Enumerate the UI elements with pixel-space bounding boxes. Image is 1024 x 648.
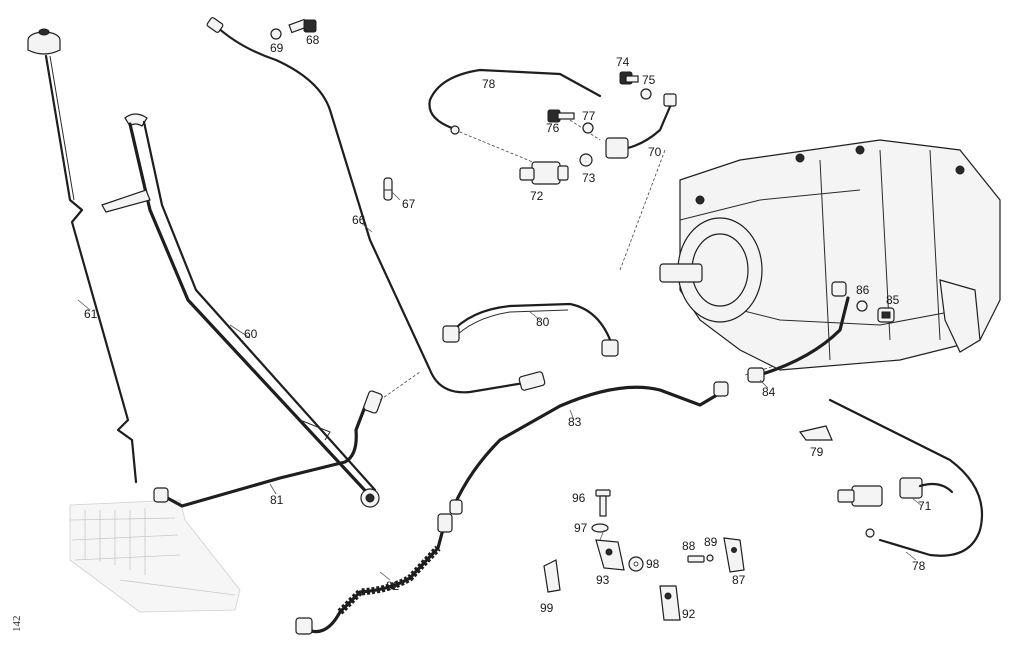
bracket-93 — [595, 539, 625, 571]
bolt-68 — [288, 18, 317, 34]
label-86: 86 — [856, 283, 870, 297]
label-68: 68 — [306, 33, 320, 47]
label-78-lower: 78 — [912, 559, 926, 573]
washer-89 — [706, 554, 714, 562]
label-61: 61 — [84, 307, 98, 321]
label-99: 99 — [540, 601, 554, 615]
transmission-housing — [659, 139, 1001, 371]
label-97: 97 — [574, 521, 588, 535]
fitting-70 — [605, 93, 677, 159]
label-77: 77 — [582, 109, 596, 123]
label-78-upper: 78 — [482, 77, 496, 91]
label-85: 85 — [886, 293, 900, 307]
screw-88 — [687, 555, 705, 563]
label-88: 88 — [682, 539, 696, 553]
dipstick — [27, 28, 138, 484]
label-81: 81 — [270, 493, 284, 507]
label-80: 80 — [536, 315, 550, 329]
sensor-wire-78-lower — [828, 398, 984, 557]
oil-line-66 — [206, 17, 546, 394]
label-69: 69 — [270, 41, 284, 55]
label-73: 73 — [582, 171, 596, 185]
engine-block-ghost — [69, 499, 241, 613]
bracket-92 — [659, 585, 681, 621]
label-96: 96 — [572, 491, 586, 505]
bolt-74 — [619, 71, 639, 85]
oil-line-83 — [449, 381, 729, 515]
side-page-number: 142 — [11, 616, 23, 633]
label-82: 82 — [386, 579, 400, 593]
oil-line-80 — [442, 302, 619, 357]
washer-97 — [591, 523, 609, 533]
part-labels: 60 61 66 67 68 69 70 71 72 73 74 75 76 7… — [84, 33, 932, 621]
label-72: 72 — [530, 189, 544, 203]
flex-hose-82 — [295, 513, 453, 635]
label-75: 75 — [642, 73, 656, 87]
oil-line-81 — [153, 390, 383, 508]
label-67: 67 — [402, 197, 416, 211]
label-87: 87 — [732, 573, 746, 587]
label-74: 74 — [616, 55, 630, 69]
washer-77 — [582, 122, 594, 134]
clamp-99 — [543, 559, 561, 593]
washer-86 — [856, 300, 868, 312]
label-71: 71 — [918, 499, 932, 513]
washer-69 — [270, 28, 282, 40]
washer-75 — [640, 88, 652, 100]
sensor-72 — [519, 153, 593, 185]
label-60: 60 — [244, 327, 258, 341]
sensor-71 — [837, 477, 954, 507]
dipstick-tube — [101, 113, 380, 508]
label-84: 84 — [762, 385, 776, 399]
label-66: 66 — [352, 213, 366, 227]
washer-98 — [628, 556, 644, 572]
label-98: 98 — [646, 557, 660, 571]
sensor-wire-78-upper — [428, 68, 602, 135]
label-93: 93 — [596, 573, 610, 587]
label-70: 70 — [648, 145, 662, 159]
leader-lines — [77, 191, 923, 581]
bolt-96 — [595, 489, 611, 517]
plug-85 — [877, 307, 895, 323]
label-89: 89 — [704, 535, 718, 549]
label-79: 79 — [810, 445, 824, 459]
bracket-87 — [723, 537, 745, 573]
clip-79 — [798, 425, 833, 441]
oil-line-84 — [747, 281, 850, 383]
bolt-76 — [547, 109, 575, 123]
label-76: 76 — [546, 121, 560, 135]
clip-67 — [383, 177, 393, 201]
label-92: 92 — [682, 607, 696, 621]
label-83: 83 — [568, 415, 582, 429]
